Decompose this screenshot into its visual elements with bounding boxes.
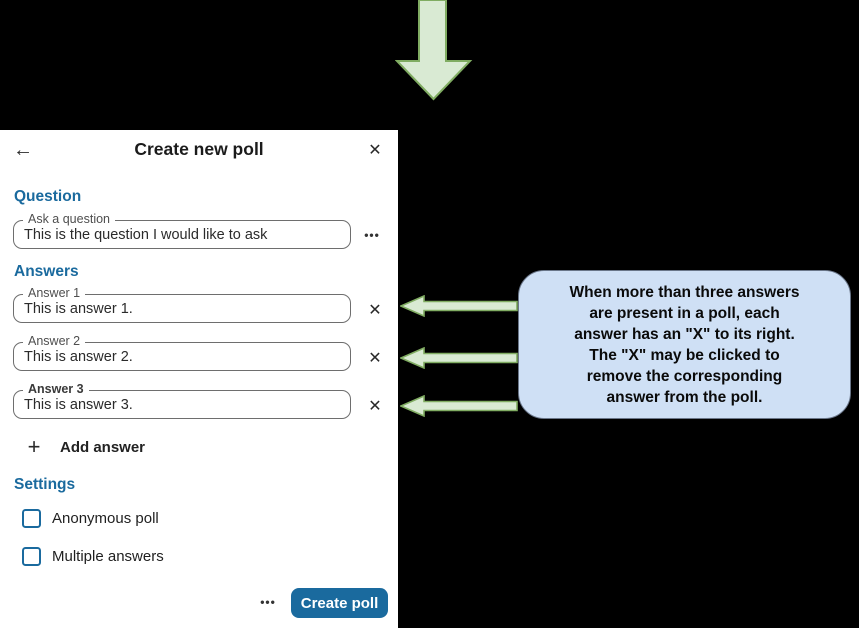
answer-3-remove-button[interactable]: ✕ <box>363 394 387 418</box>
anonymous-poll-label: Anonymous poll <box>52 509 159 527</box>
left-arrow-annotation-1 <box>400 295 518 317</box>
back-button[interactable]: ← <box>8 135 38 165</box>
callout-line: are present in a poll, each <box>589 304 780 322</box>
add-answer-label: Add answer <box>60 438 146 456</box>
answer-1-value: This is answer 1. <box>24 300 133 317</box>
callout-line: answer has an "X" to its right. <box>574 325 795 343</box>
question-input-label: Ask a question <box>23 212 115 226</box>
callout-line: When more than three answers <box>569 283 800 301</box>
dialog-title: Create new poll <box>134 139 264 159</box>
answer-3-label: Answer 3 <box>23 382 89 396</box>
callout-line: The "X" may be clicked to <box>589 346 780 364</box>
multiple-answers-label: Multiple answers <box>52 547 164 565</box>
left-arrow-annotation-3 <box>400 395 518 417</box>
settings-section-heading: Settings <box>14 476 76 493</box>
question-input[interactable]: Ask a question This is the question I wo… <box>13 212 351 249</box>
answer-1-remove-button[interactable]: ✕ <box>363 298 387 322</box>
plus-icon: + <box>27 434 41 459</box>
close-button[interactable]: ✕ <box>360 135 390 165</box>
answer-1-input[interactable]: Answer 1 This is answer 1. <box>13 286 351 323</box>
anonymous-poll-checkbox[interactable] <box>22 508 41 528</box>
answers-section-heading: Answers <box>14 263 79 280</box>
callout-annotation: When more than three answers are present… <box>518 270 851 419</box>
callout-line: answer from the poll. <box>606 388 763 406</box>
create-poll-dialog: ← Create new poll ✕ Question Ask a quest… <box>0 130 398 628</box>
callout-line: remove the corresponding <box>586 367 783 385</box>
answer-2-input[interactable]: Answer 2 This is answer 2. <box>13 334 351 371</box>
create-poll-button[interactable]: Create poll <box>291 588 388 618</box>
question-more-button[interactable]: ••• <box>358 225 386 245</box>
answer-3-input[interactable]: Answer 3 This is answer 3. <box>13 382 351 419</box>
footer-more-button[interactable]: ••• <box>254 592 282 612</box>
answer-2-value: This is answer 2. <box>24 348 133 365</box>
answer-2-label: Answer 2 <box>23 334 86 348</box>
multiple-answers-option[interactable]: Multiple answers <box>22 546 164 566</box>
answer-3-value: This is answer 3. <box>24 396 133 413</box>
anonymous-poll-option[interactable]: Anonymous poll <box>22 508 159 528</box>
add-answer-button[interactable]: + Add answer <box>22 434 146 459</box>
dialog-header: ← Create new poll ✕ <box>0 130 398 170</box>
question-input-value: This is the question I would like to ask <box>24 226 268 243</box>
answer-2-remove-button[interactable]: ✕ <box>363 346 387 370</box>
answer-1-label: Answer 1 <box>23 286 86 300</box>
down-arrow-annotation <box>395 0 473 101</box>
question-section-heading: Question <box>14 188 82 205</box>
multiple-answers-checkbox[interactable] <box>22 546 41 566</box>
left-arrow-annotation-2 <box>400 347 518 369</box>
